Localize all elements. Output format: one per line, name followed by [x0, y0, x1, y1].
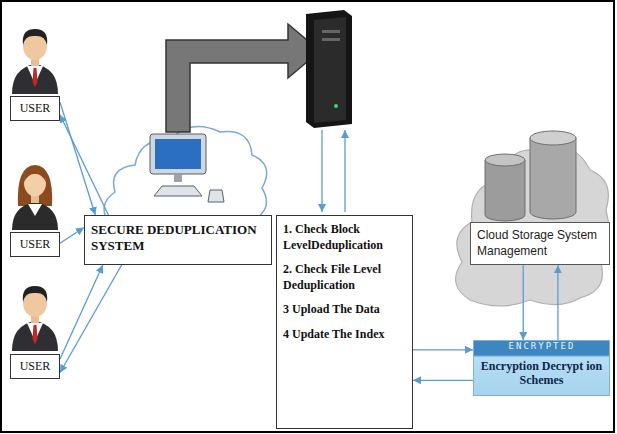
connector-arrow — [60, 265, 122, 373]
watermark: ENCRYPTED — [478, 341, 606, 351]
user-figure — [12, 165, 58, 230]
node-text: 1. Check Block LevelDeduplication — [283, 222, 406, 253]
node-text: USER — [14, 237, 56, 252]
node-text: USER — [14, 101, 56, 116]
user-figure — [12, 29, 58, 94]
storage-box: Cloud Storage System Management — [470, 222, 610, 265]
connector-arrow — [60, 102, 95, 215]
connector-arrow — [60, 265, 103, 359]
user-label: USER — [10, 232, 60, 257]
big-arrow — [166, 24, 320, 132]
node-text: Cloud Storage System Management — [477, 228, 603, 259]
connector-arrow — [413, 349, 473, 350]
node-text: 3 Upload The Data — [283, 302, 406, 318]
node-text: 4 Update The Index — [283, 327, 406, 343]
connector-arrow — [60, 115, 108, 215]
node-text: USER — [14, 359, 56, 374]
user-label: USER — [10, 354, 60, 379]
user-figure — [12, 286, 58, 351]
connector-arrow — [413, 380, 473, 381]
node-text: 2. Check File Level Deduplication — [283, 262, 406, 293]
steps-box: 1. Check Block LevelDeduplication 2. Chec… — [276, 215, 413, 429]
node-text: Encryption Decrypt ion Schemes — [480, 359, 603, 388]
server-icon — [306, 10, 352, 128]
arrow — [321, 130, 322, 212]
system-box: SECURE DEDUPLICATION SYSTEM — [84, 215, 272, 265]
node-text: SECURE DEDUPLICATION SYSTEM — [91, 222, 265, 255]
connector-arrow — [523, 265, 524, 340]
connector-arrow — [60, 228, 84, 244]
database-icon — [485, 131, 576, 221]
connector-arrow — [557, 265, 558, 340]
computer-icon — [150, 134, 224, 202]
arrow — [344, 130, 345, 212]
user-label: USER — [10, 96, 60, 121]
